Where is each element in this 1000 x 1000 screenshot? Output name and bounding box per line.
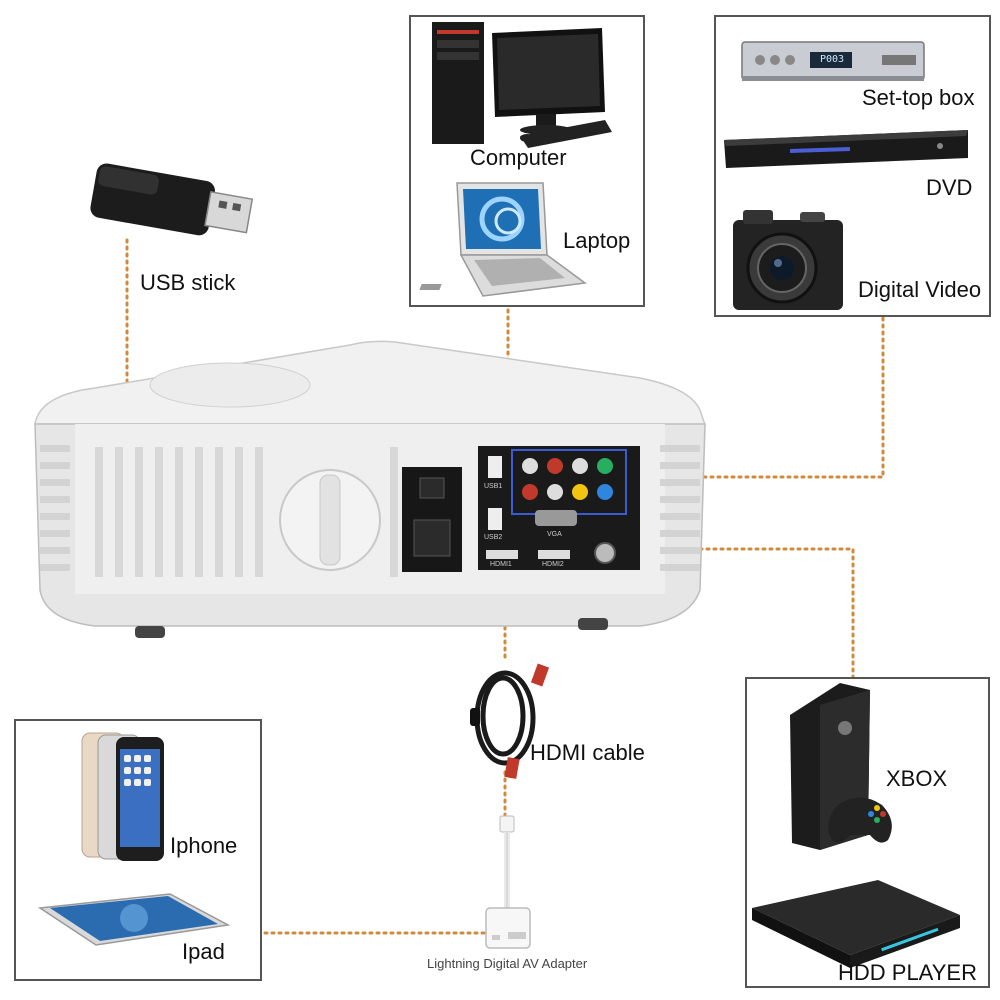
hdd-player-label: HDD PLAYER	[838, 960, 977, 986]
